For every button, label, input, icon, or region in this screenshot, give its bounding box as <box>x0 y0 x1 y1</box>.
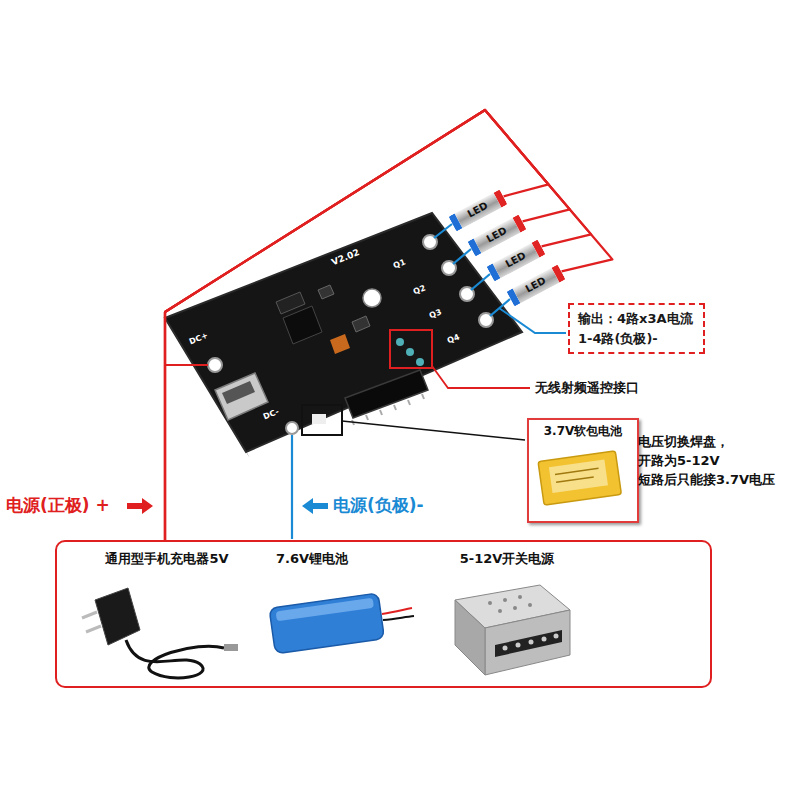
lipo-print <box>555 468 599 474</box>
psu-vent <box>528 603 532 607</box>
charger-pin <box>86 626 101 632</box>
power-source-box: 通用型手机充电器5V 7.6V锂电池 5-12V开关电源 <box>55 540 712 688</box>
regulator-tab <box>276 292 305 314</box>
led-label: LED <box>513 267 559 302</box>
psu-screws <box>503 634 559 651</box>
psu-side <box>455 600 485 675</box>
led-label: LED <box>455 192 501 227</box>
plus-arrow <box>127 498 153 514</box>
psu-vent <box>518 595 522 599</box>
source-caption: 7.6V锂电池 <box>276 550 348 568</box>
battery-box: 3.7V软包电池 <box>527 418 639 523</box>
voltage-pad-highlight <box>302 405 342 435</box>
rf-highlight <box>390 330 432 368</box>
pcb-board <box>165 213 522 452</box>
psu-screw <box>503 646 508 651</box>
led-blue-wire <box>471 274 490 290</box>
rf-pin <box>416 358 424 366</box>
psu-screw <box>529 640 534 645</box>
led-blue-wire <box>434 224 452 238</box>
chip-pin <box>366 415 368 420</box>
power-negative-label: 电源(负极)- <box>333 494 424 517</box>
rf-interface-note: 无线射频遥控接口 <box>535 379 639 397</box>
voltage-pad-leader <box>342 421 525 440</box>
charger-plug <box>224 644 238 651</box>
power-positive-label: 电源(正极) + <box>6 494 110 517</box>
output-text: 输出：4路x3A电流 1-4路(负极)- <box>578 309 695 348</box>
psu-front <box>485 610 570 675</box>
power-wire <box>165 110 570 540</box>
li-battery-highlight <box>276 598 374 622</box>
psu-terminal <box>495 630 562 657</box>
source-caption: 5-12V开关电源 <box>460 550 555 568</box>
li-battery-body <box>269 593 384 654</box>
charger-body <box>95 588 140 645</box>
smd-part <box>318 285 334 299</box>
psu-vent <box>503 598 507 602</box>
minus-arrow <box>302 498 328 514</box>
chip-pin <box>422 394 424 399</box>
psu-screw <box>542 637 547 642</box>
power-wire <box>165 110 612 540</box>
led-label: LED <box>474 217 520 252</box>
mounting-hole <box>363 289 381 307</box>
battery-red-wire <box>382 608 412 614</box>
power-wire <box>165 110 549 540</box>
chip-pin <box>380 410 382 415</box>
psu-vents <box>488 595 532 613</box>
chip-pin <box>394 405 396 410</box>
regulator <box>283 306 322 344</box>
smd-part <box>352 316 370 332</box>
charger-cable <box>126 640 224 678</box>
dc-plus-pad <box>208 358 222 372</box>
psu-screw <box>516 643 521 648</box>
output-leader <box>499 308 566 333</box>
dc-plus-wire <box>165 364 208 366</box>
mini-usb-port <box>222 381 255 404</box>
psu-vent <box>498 609 502 613</box>
lipo-label <box>549 459 608 493</box>
rf-leader <box>432 366 530 388</box>
led-label: LED <box>493 242 539 277</box>
dc-minus-wire <box>291 435 293 539</box>
rf-pin <box>406 348 414 356</box>
lipo-body <box>538 451 621 505</box>
mini-usb <box>215 373 268 420</box>
source-caption: 通用型手机充电器5V <box>105 550 228 568</box>
chip-pins <box>352 394 424 425</box>
psu-screw <box>554 634 559 639</box>
charger-pin <box>82 612 97 618</box>
li-battery <box>269 593 384 654</box>
voltage-pad-note: 电压切换焊盘， 开路为5-12V 短路后只能接3.7V电压 <box>638 433 780 490</box>
battery-heading: 3.7V软包电池 <box>529 420 637 440</box>
lipo-print <box>556 477 594 482</box>
psu-vent <box>513 606 517 610</box>
output-callout: 输出：4路x3A电流 1-4路(负极)- <box>568 303 705 354</box>
led-blue-wire <box>453 249 471 264</box>
capacitor <box>330 334 350 354</box>
voltage-pad <box>312 414 326 424</box>
dc-minus-pad <box>286 422 298 434</box>
lipo-battery <box>538 451 621 505</box>
rf-pin <box>396 338 404 346</box>
battery-black-wire <box>383 616 414 620</box>
chip-pin <box>408 400 410 405</box>
psu-vent <box>488 601 492 605</box>
mcu-chip <box>345 370 428 418</box>
